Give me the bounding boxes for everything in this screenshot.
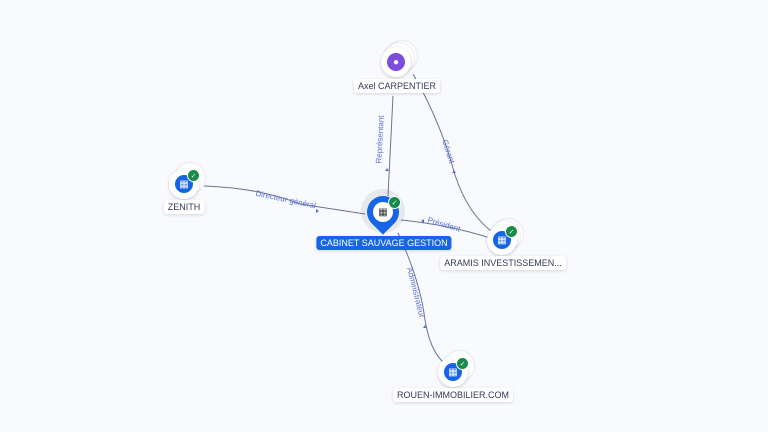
verified-check-icon: ✓ — [505, 225, 518, 238]
company-icon: ▦ — [373, 202, 393, 222]
node-axel-carpentier[interactable]: ● — [378, 41, 417, 80]
node-label-zenith[interactable]: ZENITH — [163, 200, 205, 214]
edge-gerant — [412, 73, 496, 235]
edge-directeur — [203, 185, 366, 215]
verified-check-icon: ✓ — [456, 357, 469, 370]
edge-president — [400, 219, 491, 239]
edge-administrateur — [397, 232, 444, 363]
node-zenith[interactable]: ▦ ✓ — [166, 163, 205, 202]
node-label-axel-carpentier[interactable]: Axel CARPENTIER — [353, 79, 441, 93]
verified-check-icon: ✓ — [187, 169, 200, 182]
node-label-cabinet-sauvage-gestion[interactable]: CABINET SAUVAGE GESTION — [316, 236, 452, 250]
person-icon: ● — [387, 53, 405, 71]
node-rouen-immobilier[interactable]: ▦ ✓ — [435, 351, 474, 390]
edge-representant — [387, 95, 394, 197]
node-label-rouen-immobilier[interactable]: ROUEN-IMMOBILIER.COM — [392, 388, 514, 402]
verified-check-icon: ✓ — [388, 196, 401, 209]
node-label-aramis-investissements[interactable]: ARAMIS INVESTISSEMEN... — [440, 256, 566, 270]
node-aramis-investissements[interactable]: ▦ ✓ — [484, 219, 523, 258]
